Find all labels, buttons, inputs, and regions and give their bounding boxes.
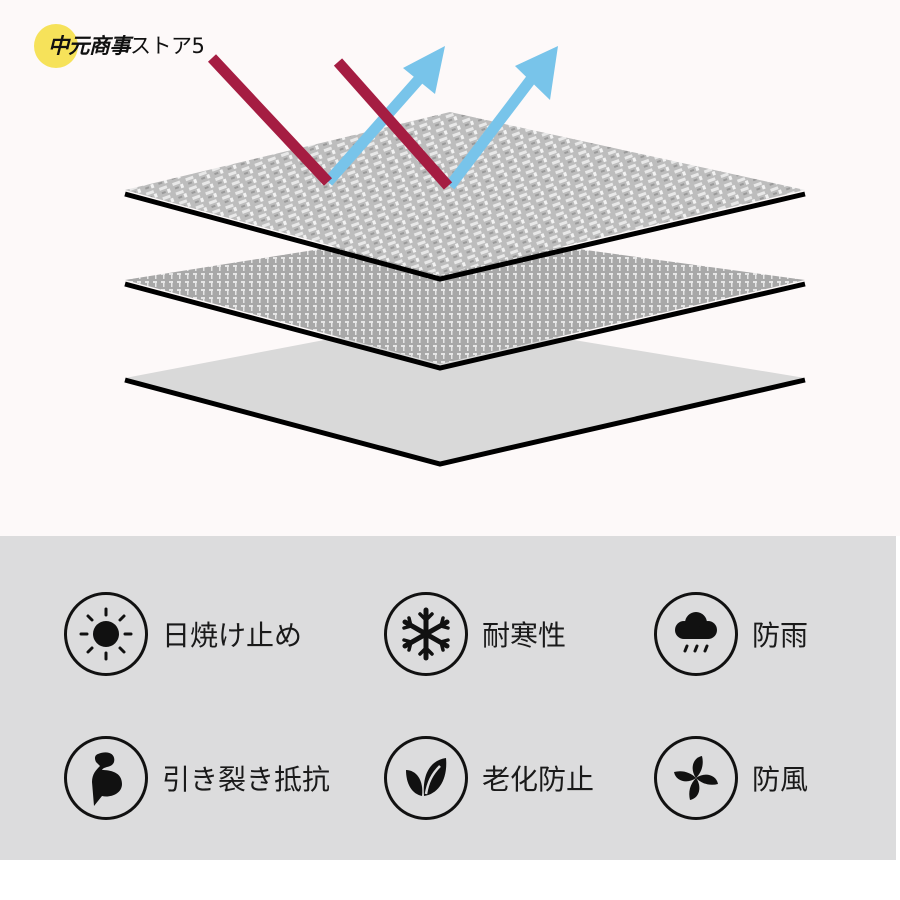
feature-cold-resistance: 耐寒性: [384, 592, 566, 676]
feature-rain-proof: 防雨: [654, 592, 808, 676]
store-name-rest: ストア5: [130, 34, 205, 58]
top-layer: [124, 112, 806, 282]
snowflake-icon: [384, 592, 468, 676]
middle-layer: [124, 230, 806, 371]
feature-label: 引き裂き抵抗: [162, 763, 331, 796]
feature-sun-protection: 日焼け止め: [64, 592, 302, 676]
muscle-arm-icon: [64, 736, 148, 820]
leaf-icon: [384, 736, 468, 820]
incoming-rays: [207, 54, 453, 190]
feature-label: 耐寒性: [482, 619, 567, 652]
feature-label: 日焼け止め: [162, 619, 303, 652]
feature-label: 老化防止: [482, 763, 595, 796]
layer-structure-diagram: [124, 46, 806, 467]
sun-icon: [64, 592, 148, 676]
feature-anti-aging: 老化防止: [384, 736, 594, 820]
store-name: 中元商事ストア5: [48, 30, 205, 60]
bottom-layer: [124, 318, 806, 467]
pinwheel-fan-icon: [654, 736, 738, 820]
store-name-bold: 中元商事: [48, 34, 131, 58]
store-badge: [34, 24, 78, 68]
feature-wind-proof: 防風: [654, 736, 808, 820]
feature-label: 防風: [752, 763, 809, 796]
feature-label: 防雨: [752, 619, 809, 652]
reflected-rays: [323, 46, 558, 190]
rain-cloud-icon: [654, 592, 738, 676]
feature-tear-resistance: 引き裂き抵抗: [64, 736, 330, 820]
